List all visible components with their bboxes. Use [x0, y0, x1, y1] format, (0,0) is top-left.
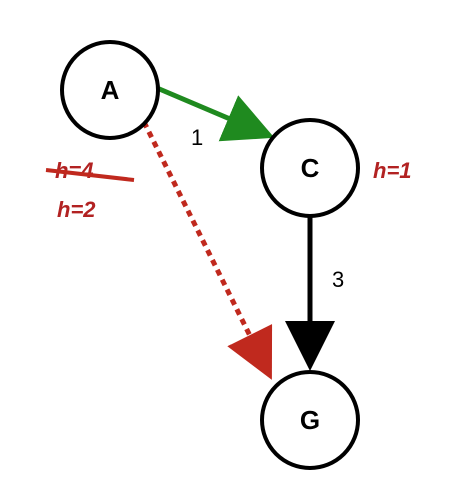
node-g: G [260, 370, 360, 470]
node-a: A [60, 40, 160, 140]
edge-a-to-c-weight: 1 [191, 125, 203, 150]
node-a-label: A [101, 75, 120, 105]
edge-a-to-g-dotted [141, 120, 273, 380]
edge-a-to-c [156, 85, 275, 142]
edge-c-to-g-weight: 3 [332, 267, 344, 292]
heuristic-c: h=1 [373, 158, 412, 183]
heuristic-a-new: h=2 [57, 197, 96, 222]
heuristic-a-old-strike [45, 168, 135, 182]
node-g-label: G [300, 405, 320, 435]
node-c-label: C [301, 153, 320, 183]
node-c: C [260, 118, 360, 218]
